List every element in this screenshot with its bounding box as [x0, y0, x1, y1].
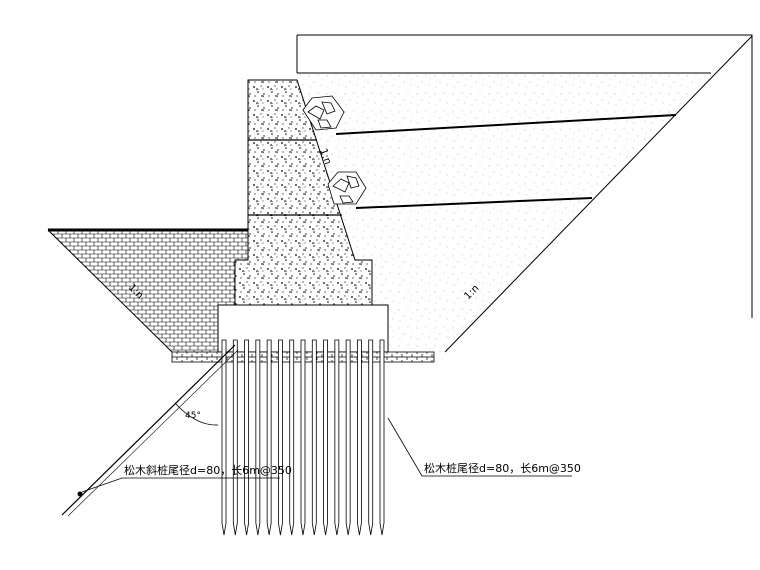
vertical-pile-group — [221, 339, 385, 536]
gravel-pack-upper — [302, 95, 345, 131]
vertical-pile — [266, 339, 272, 536]
leader-line-vertical-pile — [387, 417, 572, 477]
left-slope-line — [47, 229, 173, 353]
vertical-pile — [323, 339, 328, 536]
angle-label: 45° — [185, 411, 201, 421]
vertical-pile — [345, 339, 351, 536]
vertical-pile — [221, 339, 227, 536]
inclined-pile-edge — [67, 349, 239, 517]
vertical-pile — [244, 339, 249, 536]
reinforcement-layer-2 — [355, 197, 593, 209]
vertical-pile — [368, 339, 374, 536]
vertical-pile — [255, 339, 261, 536]
excavation-slope-line — [444, 35, 753, 353]
left-soil-region — [48, 230, 248, 352]
inclined-pile — [61, 344, 236, 516]
leader-line-inclined-pile — [81, 477, 280, 493]
gravel-pack-lower — [327, 171, 367, 205]
vertical-pile — [232, 339, 238, 536]
angle-arc — [174, 402, 219, 426]
slope-ratio-label-top: 1:n — [317, 147, 333, 166]
vertical-pile — [300, 339, 306, 536]
outer-frame-line — [296, 34, 753, 318]
inclined-pile-marker — [77, 491, 83, 497]
vertical-pile — [334, 339, 340, 536]
vertical-pile — [278, 339, 283, 536]
vertical-pile — [311, 339, 317, 536]
vertical-pile-label: 松木桩尾径d=80，长6m@350 — [424, 461, 581, 475]
backfill-soil-region — [297, 73, 711, 352]
inclined-pile-label: 松木斜桩尾径d=80，长6m@350 — [124, 463, 292, 477]
vertical-pile — [379, 339, 385, 536]
reinforcement-layer-1 — [335, 114, 677, 135]
vertical-pile — [289, 339, 295, 536]
vertical-pile — [357, 339, 362, 536]
